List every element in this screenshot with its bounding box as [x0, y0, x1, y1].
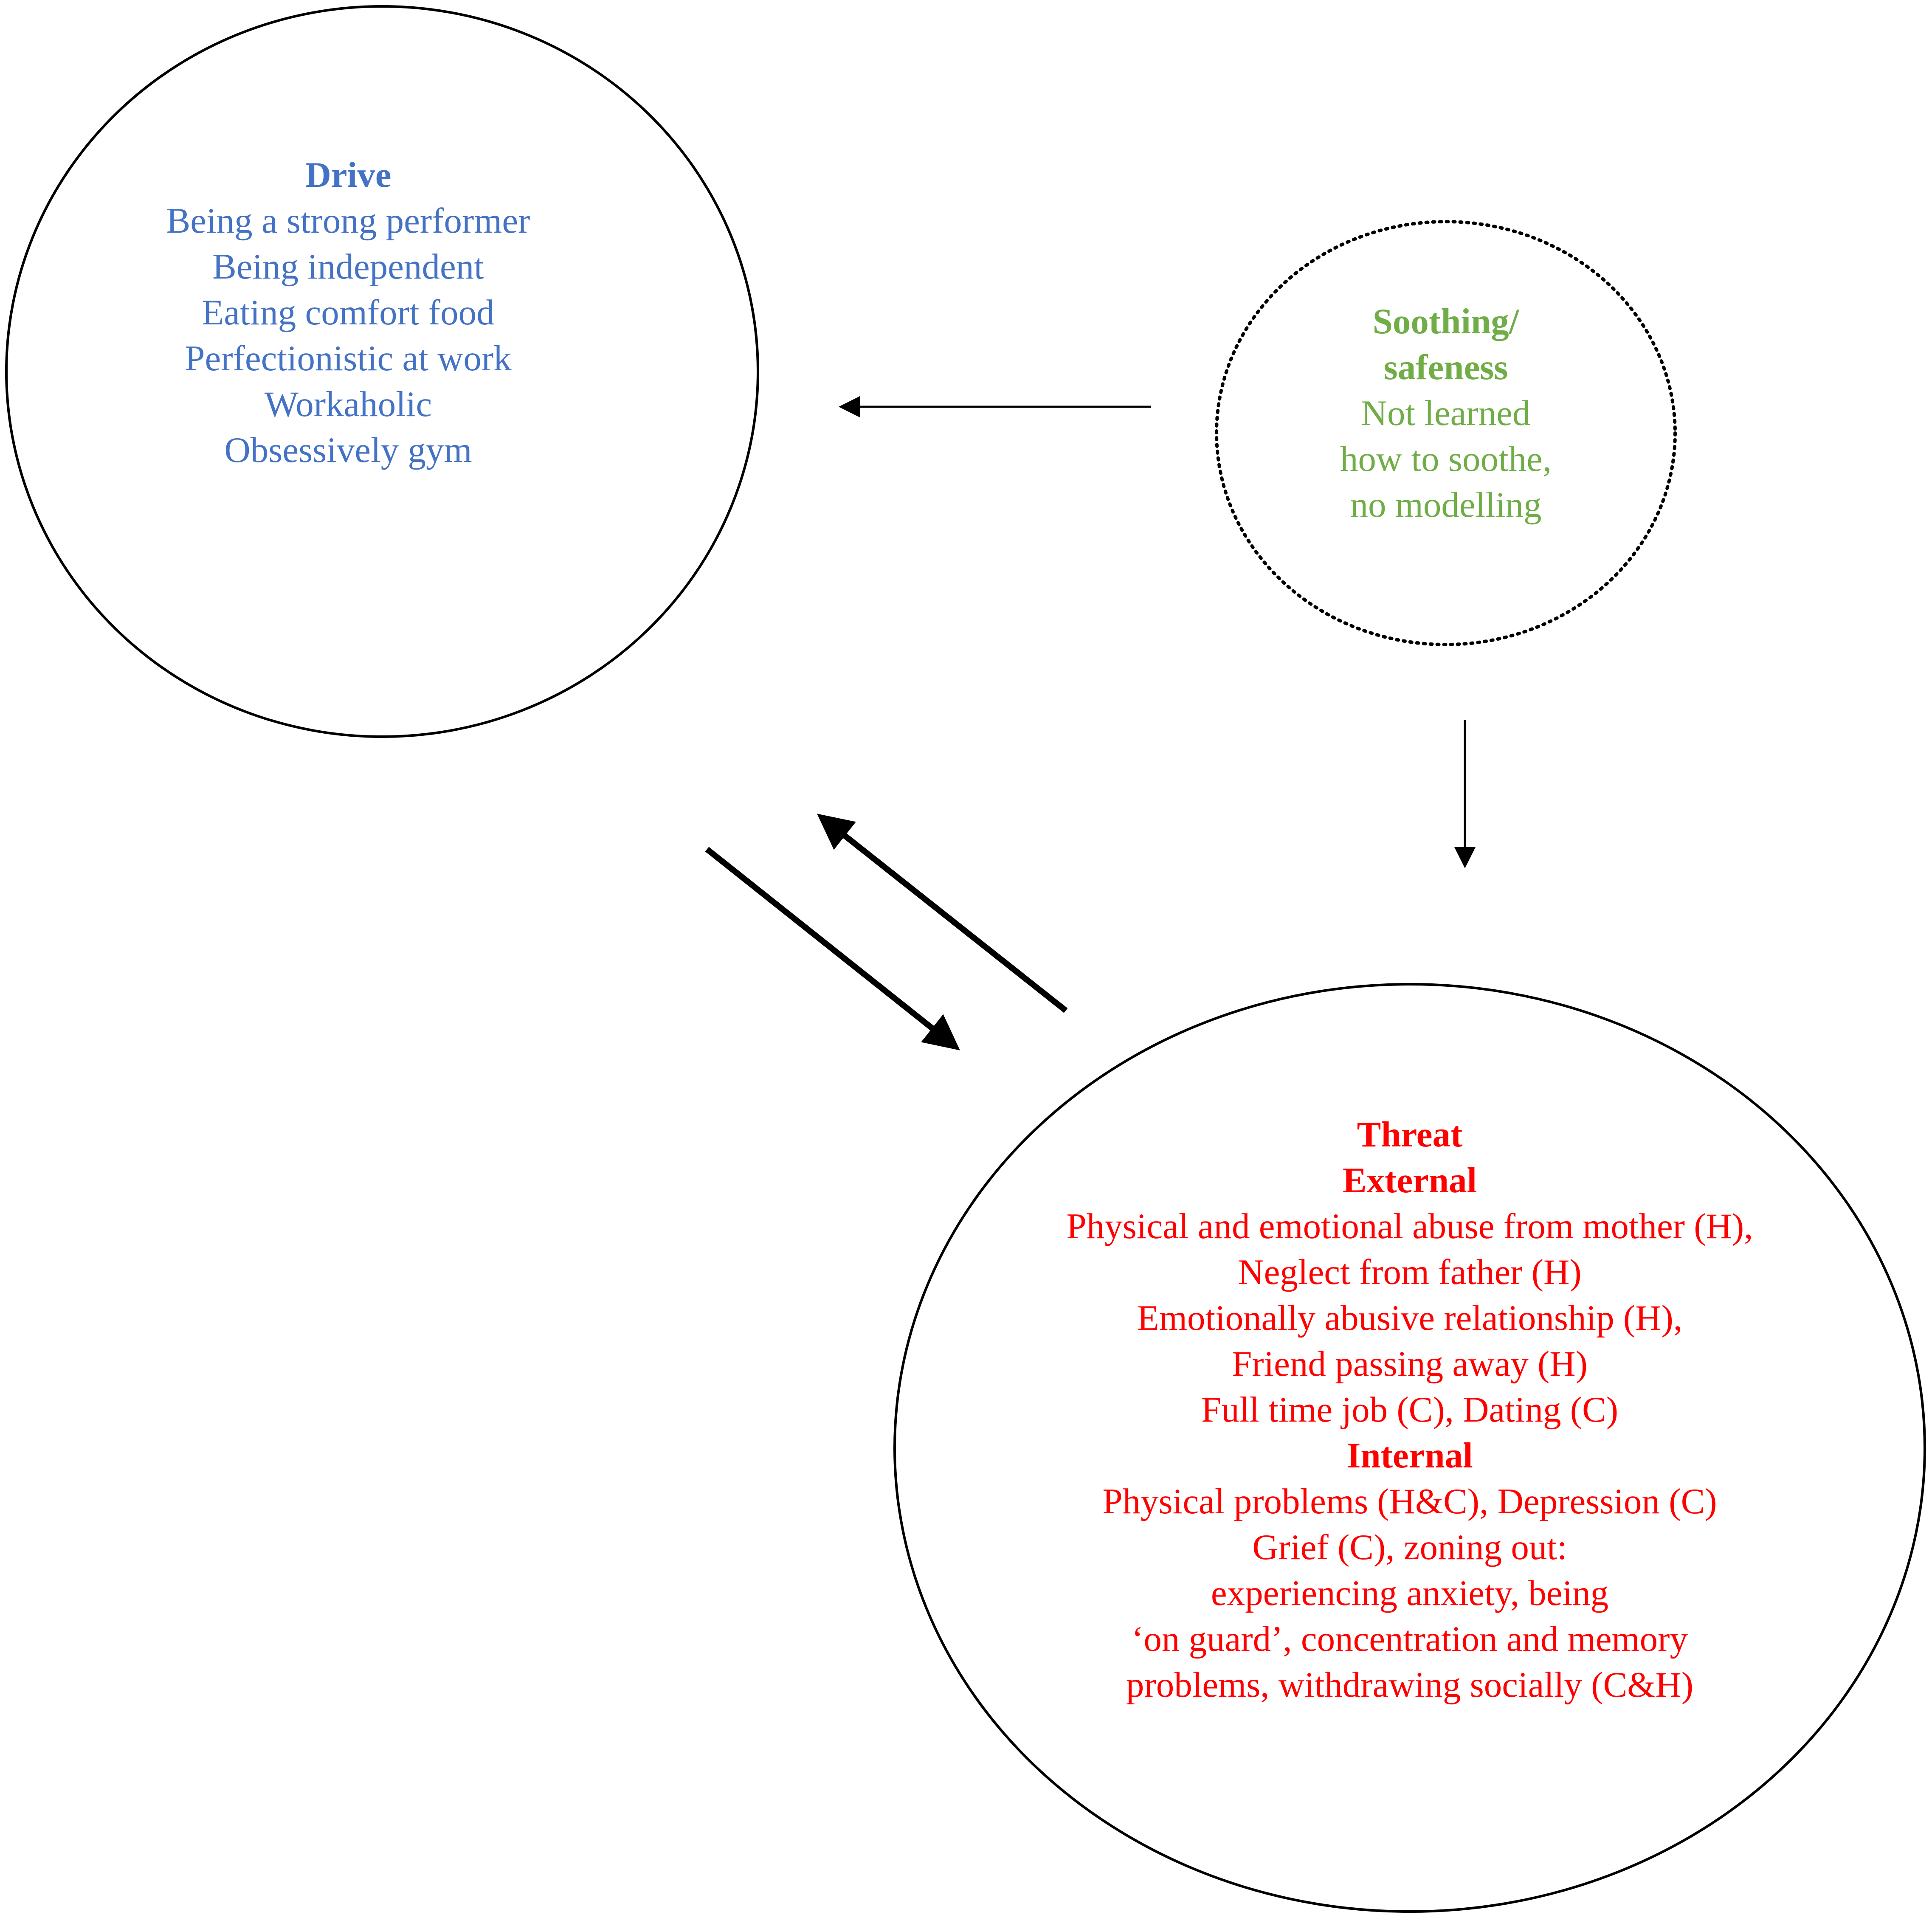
drive-node: Drive Being a strong performer Being ind… — [5, 5, 759, 738]
drive-title: Drive — [305, 155, 391, 195]
soothing-node: Soothing/ safeness Not learned how to so… — [1215, 220, 1677, 646]
threat-internal-line-3: experiencing anxiety, being — [1211, 1573, 1608, 1613]
drive-line-4: Perfectionistic at work — [185, 338, 512, 378]
arrow-drive-to-threat — [705, 847, 960, 1050]
soothing-line-2: how to soothe, — [1340, 439, 1552, 479]
soothing-title-line-1: Soothing/ — [1373, 301, 1520, 341]
soothing-title-line-2: safeness — [1384, 347, 1508, 387]
threat-internal-line-1: Physical problems (H&C), Depression (C) — [1102, 1481, 1717, 1521]
threat-external-line-2: Neglect from father (H) — [1238, 1252, 1581, 1292]
threat-external-line-3: Emotionally abusive relationship (H), — [1137, 1298, 1682, 1338]
drive-line-3: Eating comfort food — [202, 293, 494, 332]
threat-external-line-1: Physical and emotional abuse from mother… — [1067, 1206, 1753, 1246]
drive-line-2: Being independent — [212, 247, 484, 287]
threat-node: Threat External Physical and emotional a… — [893, 983, 1926, 1913]
threat-title: Threat — [1357, 1115, 1463, 1154]
soothing-line-3: no modelling — [1350, 485, 1542, 525]
soothing-circle — [1215, 220, 1677, 646]
arrow-threat-to-drive — [817, 814, 1068, 1013]
threat-internal-line-2: Grief (C), zoning out: — [1252, 1527, 1567, 1567]
threat-internal-line-5: problems, withdrawing socially (C&H) — [1126, 1665, 1693, 1705]
drive-circle — [5, 5, 759, 738]
threat-circle — [893, 983, 1926, 1913]
threat-external-line-5: Full time job (C), Dating (C) — [1201, 1390, 1618, 1430]
drive-line-6: Obsessively gym — [224, 430, 472, 470]
soothing-line-1: Not learned — [1361, 393, 1531, 433]
drive-line-5: Workaholic — [265, 384, 432, 424]
threat-external-heading: External — [1343, 1160, 1477, 1200]
threat-internal-heading: Internal — [1346, 1436, 1473, 1475]
threat-internal-line-4: ‘on guard’, concentration and memory — [1132, 1619, 1688, 1659]
drive-line-1: Being a strong performer — [166, 201, 530, 241]
threat-external-line-4: Friend passing away (H) — [1232, 1344, 1588, 1384]
